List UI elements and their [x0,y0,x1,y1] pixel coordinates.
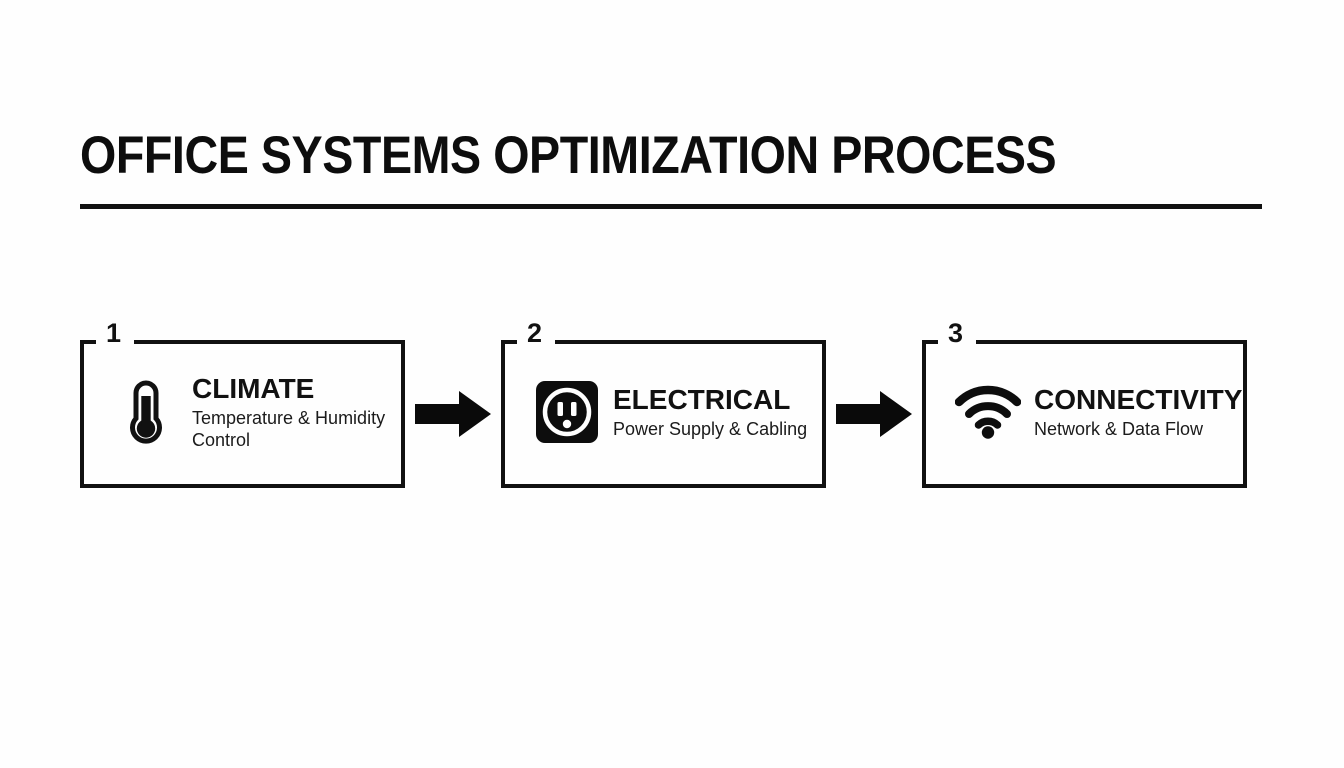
step-card-body: ELECTRICAL Power Supply & Cabling [505,340,822,484]
step-number-3: 3 [948,318,964,348]
step-subtitle-connectivity: Network & Data Flow [1034,418,1204,439]
card-top-border-run [976,340,1247,344]
card-top-border-run [134,340,405,344]
thermometer-icon [110,376,182,448]
step-heading-climate: CLIMATE [192,372,315,404]
card-top-border-stub [922,340,938,344]
step-card-body: CLIMATE Temperature & Humidity Control [84,340,401,484]
step-card-electrical[interactable]: 2 ELECTRICAL Power Supply & Cabling [501,320,826,488]
step-heading-connectivity: CONNECTIVITY [1034,383,1243,415]
card-top-border-stub [501,340,517,344]
title-underline-rule [80,204,1262,209]
card-top-border-stub [80,340,96,344]
process-flow-row: 1 CLIMATE Temperature & Humidity Control… [80,320,1262,488]
step-number-2: 2 [527,318,543,348]
step-card-body: CONNECTIVITY Network & Data Flow [926,340,1243,484]
step-card-text: CONNECTIVITY Network & Data Flow [1034,383,1248,440]
step-heading-electrical: ELECTRICAL [613,383,791,415]
step-card-connectivity[interactable]: 3 CONNECTIVITY Network & Data Flow [922,320,1247,488]
right-arrow-icon [826,387,922,441]
page-title: OFFICE SYSTEMS OPTIMIZATION PROCESS [80,126,1057,185]
power-outlet-icon [531,376,603,448]
step-number-1: 1 [106,318,122,348]
card-top-border-run [555,340,826,344]
right-arrow-icon [405,387,501,441]
step-card-text: CLIMATE Temperature & Humidity Control [192,372,394,451]
title-block: OFFICE SYSTEMS OPTIMIZATION PROCESS [80,128,1262,209]
step-card-text: ELECTRICAL Power Supply & Cabling [613,383,813,440]
step-subtitle-climate: Temperature & Humidity Control [192,407,386,450]
step-subtitle-electrical: Power Supply & Cabling [613,418,808,439]
step-card-climate[interactable]: 1 CLIMATE Temperature & Humidity Control [80,320,405,488]
wifi-icon [952,376,1024,448]
